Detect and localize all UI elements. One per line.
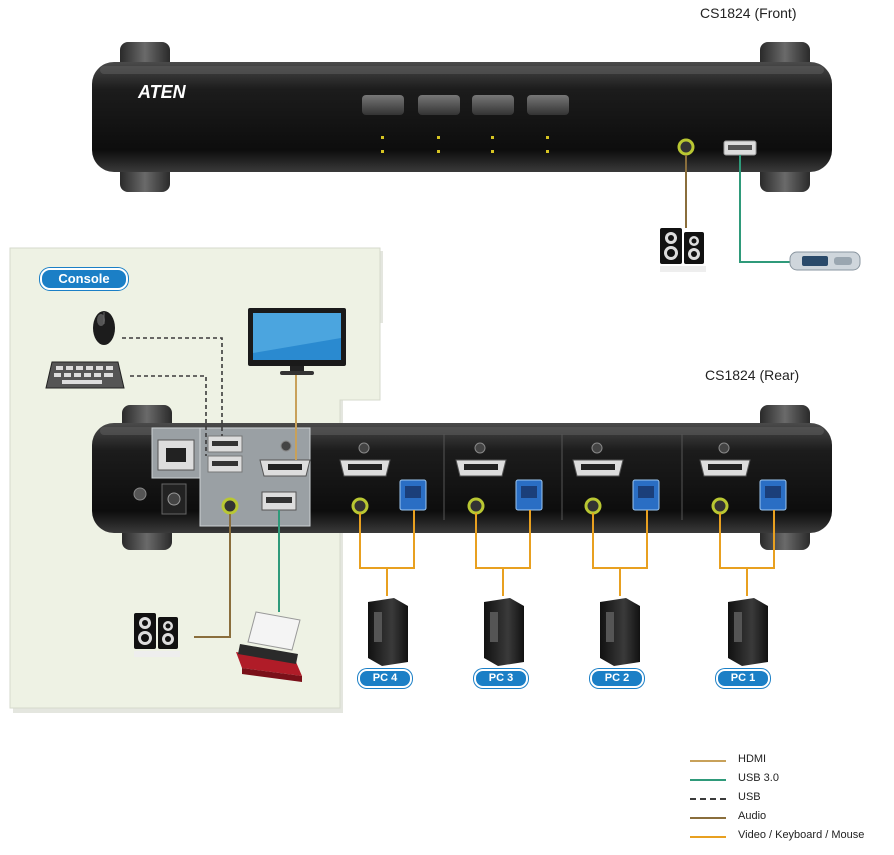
front-view-title: CS1824 (Front) bbox=[700, 5, 797, 21]
port-button-3 bbox=[472, 95, 514, 115]
monitor-icon bbox=[248, 308, 346, 375]
legend-label: Audio bbox=[738, 810, 767, 822]
port-leds bbox=[381, 136, 549, 153]
pc-tower-icon bbox=[484, 598, 524, 666]
usb-flash-drive-icon bbox=[789, 251, 861, 271]
pc-port-group-3 bbox=[455, 442, 543, 515]
pc-badge-1: PC 1 bbox=[716, 669, 770, 688]
legend-swatch bbox=[690, 836, 726, 838]
pc-badge-4: PC 4 bbox=[358, 669, 412, 688]
brand-logo: ATEN bbox=[137, 82, 187, 102]
legend-label: USB 3.0 bbox=[738, 772, 779, 784]
pc-tower-icon bbox=[368, 598, 408, 666]
printer-icon bbox=[236, 611, 302, 682]
port-button-1 bbox=[362, 95, 404, 115]
console-badge: Console bbox=[40, 268, 128, 290]
console-usb-ports bbox=[207, 435, 243, 473]
console-audio-jack bbox=[221, 497, 239, 515]
port-select-buttons bbox=[362, 95, 569, 115]
rear-view-title: CS1824 (Rear) bbox=[705, 367, 800, 383]
keyboard-icon bbox=[45, 361, 125, 389]
pc-tower-icon bbox=[600, 598, 640, 666]
legend-label: USB bbox=[738, 791, 761, 803]
legend-label: Video / Keyboard / Mouse bbox=[738, 829, 865, 841]
pc-badge-2: PC 2 bbox=[590, 669, 644, 688]
pc-tower-icon bbox=[728, 598, 768, 666]
legend-label: HDMI bbox=[738, 753, 767, 765]
pc-port-group-1 bbox=[699, 442, 787, 515]
port-button-4 bbox=[527, 95, 569, 115]
console-cables bbox=[122, 337, 297, 638]
rj11-port bbox=[157, 439, 195, 471]
rear-unit bbox=[92, 405, 832, 550]
pc-badge-3: PC 3 bbox=[474, 669, 528, 688]
port-button-2 bbox=[418, 95, 460, 115]
mouse-icon bbox=[93, 311, 115, 345]
front-audio-jack bbox=[677, 138, 695, 156]
ground-terminal bbox=[133, 487, 147, 501]
legend-swatch bbox=[690, 817, 726, 819]
legend-swatch bbox=[690, 798, 726, 800]
front-unit bbox=[92, 42, 832, 192]
speakers-icon bbox=[660, 228, 706, 272]
legend-swatch bbox=[690, 779, 726, 781]
pc-cables bbox=[359, 510, 775, 596]
pc-port-group-4 bbox=[339, 442, 427, 515]
legend-swatch bbox=[690, 760, 726, 762]
console-speakers-icon bbox=[134, 613, 180, 657]
